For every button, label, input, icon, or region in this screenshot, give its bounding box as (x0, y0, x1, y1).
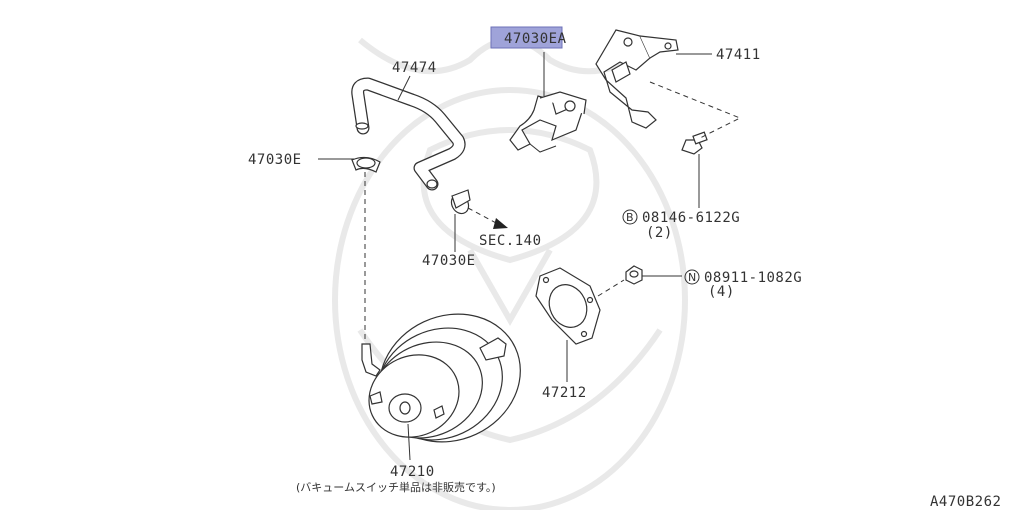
vacuum-hose-47474[interactable] (351, 77, 466, 191)
bolt-08146[interactable] (681, 131, 708, 155)
figure-code: A470B262 (930, 494, 1001, 510)
label-47411: 47411 (716, 47, 761, 63)
gasket-47212[interactable] (535, 267, 601, 345)
nut-08911[interactable] (625, 265, 643, 285)
label-47030ea: 47030EA (504, 31, 567, 47)
assembly-guide-lines (364, 81, 742, 340)
note-text: (バキュームスイッチ単品は非販売です。) (296, 480, 496, 494)
label-47474: 47474 (392, 60, 437, 76)
hose-clamp-bottom[interactable] (448, 189, 472, 217)
label-bolt-code: 08146-6122G (642, 210, 740, 226)
sec140-arrow (467, 207, 508, 229)
label-47212: 47212 (542, 385, 587, 401)
label-47030e-bottom: 47030E (422, 253, 476, 269)
leader-lines (318, 52, 712, 461)
nut-marker: N (688, 271, 696, 284)
label-47030e-left: 47030E (248, 152, 302, 168)
nut-marker-circle (684, 269, 700, 285)
bracket-47411[interactable] (595, 29, 679, 129)
bolt-marker: B (626, 211, 634, 224)
hose-clamp-left[interactable] (351, 156, 381, 173)
label-nut-code: 08911-1082G (704, 270, 802, 286)
label-bolt-qty: (2) (646, 225, 673, 241)
label-sec140: SEC.140 (479, 233, 542, 249)
label-47210: 47210 (390, 464, 435, 480)
vacuum-switch-47030ea[interactable] (509, 91, 587, 153)
highlight-47030ea (490, 26, 563, 49)
bolt-marker-circle (622, 209, 638, 225)
brake-booster-47210[interactable] (355, 291, 541, 464)
label-nut-qty: (4) (708, 284, 735, 300)
